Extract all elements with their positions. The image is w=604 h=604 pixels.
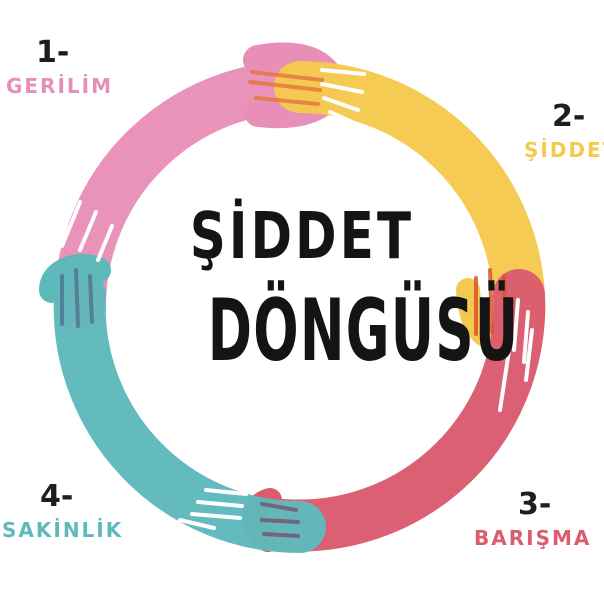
title-line-2: DÖNGÜSÜ (207, 281, 520, 381)
stage-number: 4- (40, 479, 74, 514)
stage-number: 2- (552, 99, 586, 134)
stage-reconciliation: 3- BARIŞMA (474, 487, 591, 549)
stage-number: 3- (518, 487, 552, 522)
stage-violence: 2- ŞİDDET (524, 99, 604, 161)
stage-tension: 1- GERİLİM (6, 35, 113, 97)
stage-number: 1- (36, 35, 70, 70)
stage-label: ŞİDDET (524, 138, 604, 162)
overlap-marks (60, 70, 508, 538)
stage-label: BARIŞMA (474, 526, 592, 550)
stage-calm: 4- SAKİNLİK (2, 479, 123, 541)
stage-label: GERİLİM (6, 74, 114, 98)
stage-label: SAKİNLİK (2, 518, 124, 542)
arm-teal (39, 253, 326, 554)
title-line-1: ŞİDDET (189, 200, 415, 274)
finger-highlights (40, 68, 534, 530)
